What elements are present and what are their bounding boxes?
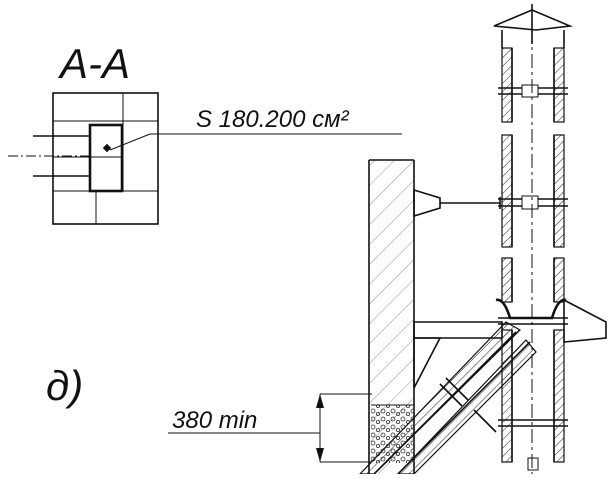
wall-bracket [413, 188, 501, 218]
rain-cap [493, 9, 574, 31]
vertical-chimney-pipe [413, 4, 607, 474]
area-callout: S 180.200 см² [196, 106, 350, 133]
flue-channel [88, 123, 124, 193]
inclined-connector-pipe [358, 321, 537, 475]
section-masonry [52, 92, 159, 225]
section-a-a: А-А S 180.200 см² [8, 40, 402, 225]
section-label: А-А [57, 40, 130, 87]
clearance-dimension: 380 min [168, 393, 372, 463]
clearance-label: 380 min [172, 407, 257, 434]
masonry-wall [368, 159, 415, 474]
support-plate [413, 321, 503, 339]
variant-label: д) [46, 362, 83, 409]
